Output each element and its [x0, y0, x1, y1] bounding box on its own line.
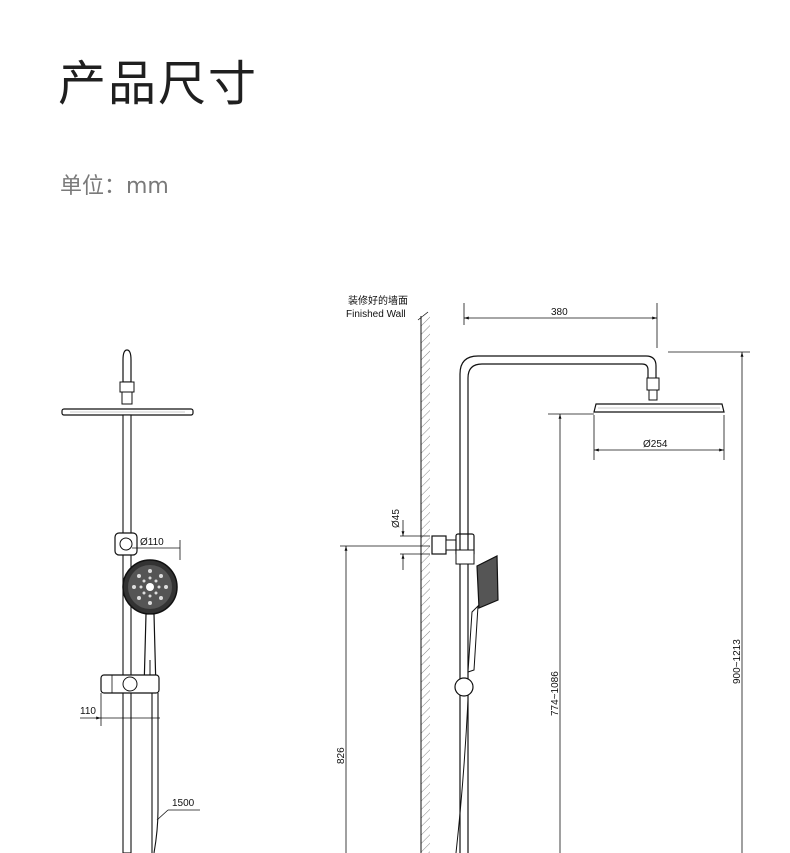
dim-slider-range: 774~1086	[550, 671, 561, 716]
dim-holder-offset: 110	[80, 706, 96, 717]
side-view: 装修好的墙面 Finished Wall Ø45	[336, 294, 750, 853]
wall-outlet	[431, 535, 447, 555]
side-riser-arm	[459, 355, 657, 853]
front-ball-joint	[119, 381, 135, 393]
side-hand-shower	[476, 555, 499, 609]
side-hose	[455, 699, 469, 853]
page-title: 产品尺寸	[58, 56, 259, 112]
front-view: Ø110 110 1500	[61, 349, 200, 853]
wall-label-en: Finished Wall	[346, 309, 406, 320]
side-holder	[455, 549, 475, 565]
dim-outlet-height: 826	[336, 747, 347, 764]
dim-hand-shower-diameter: Ø110	[140, 537, 164, 548]
side-slider-knob	[454, 677, 474, 697]
dim-outlet-diameter: Ø45	[391, 509, 402, 528]
dim-total-height-range: 900~1213	[732, 639, 743, 684]
dim-head-diameter: Ø254	[643, 439, 668, 450]
front-top-arm	[122, 349, 132, 383]
dim-arm-length: 380	[551, 307, 568, 318]
wall-label-cn: 装修好的墙面	[348, 294, 408, 307]
finished-wall	[421, 316, 430, 853]
side-ball-joint	[646, 377, 660, 391]
dim-hose-length: 1500	[172, 798, 195, 809]
front-riser-pipe	[122, 414, 132, 853]
front-hose	[151, 693, 159, 853]
unit-label: 单位：mm	[60, 174, 169, 199]
